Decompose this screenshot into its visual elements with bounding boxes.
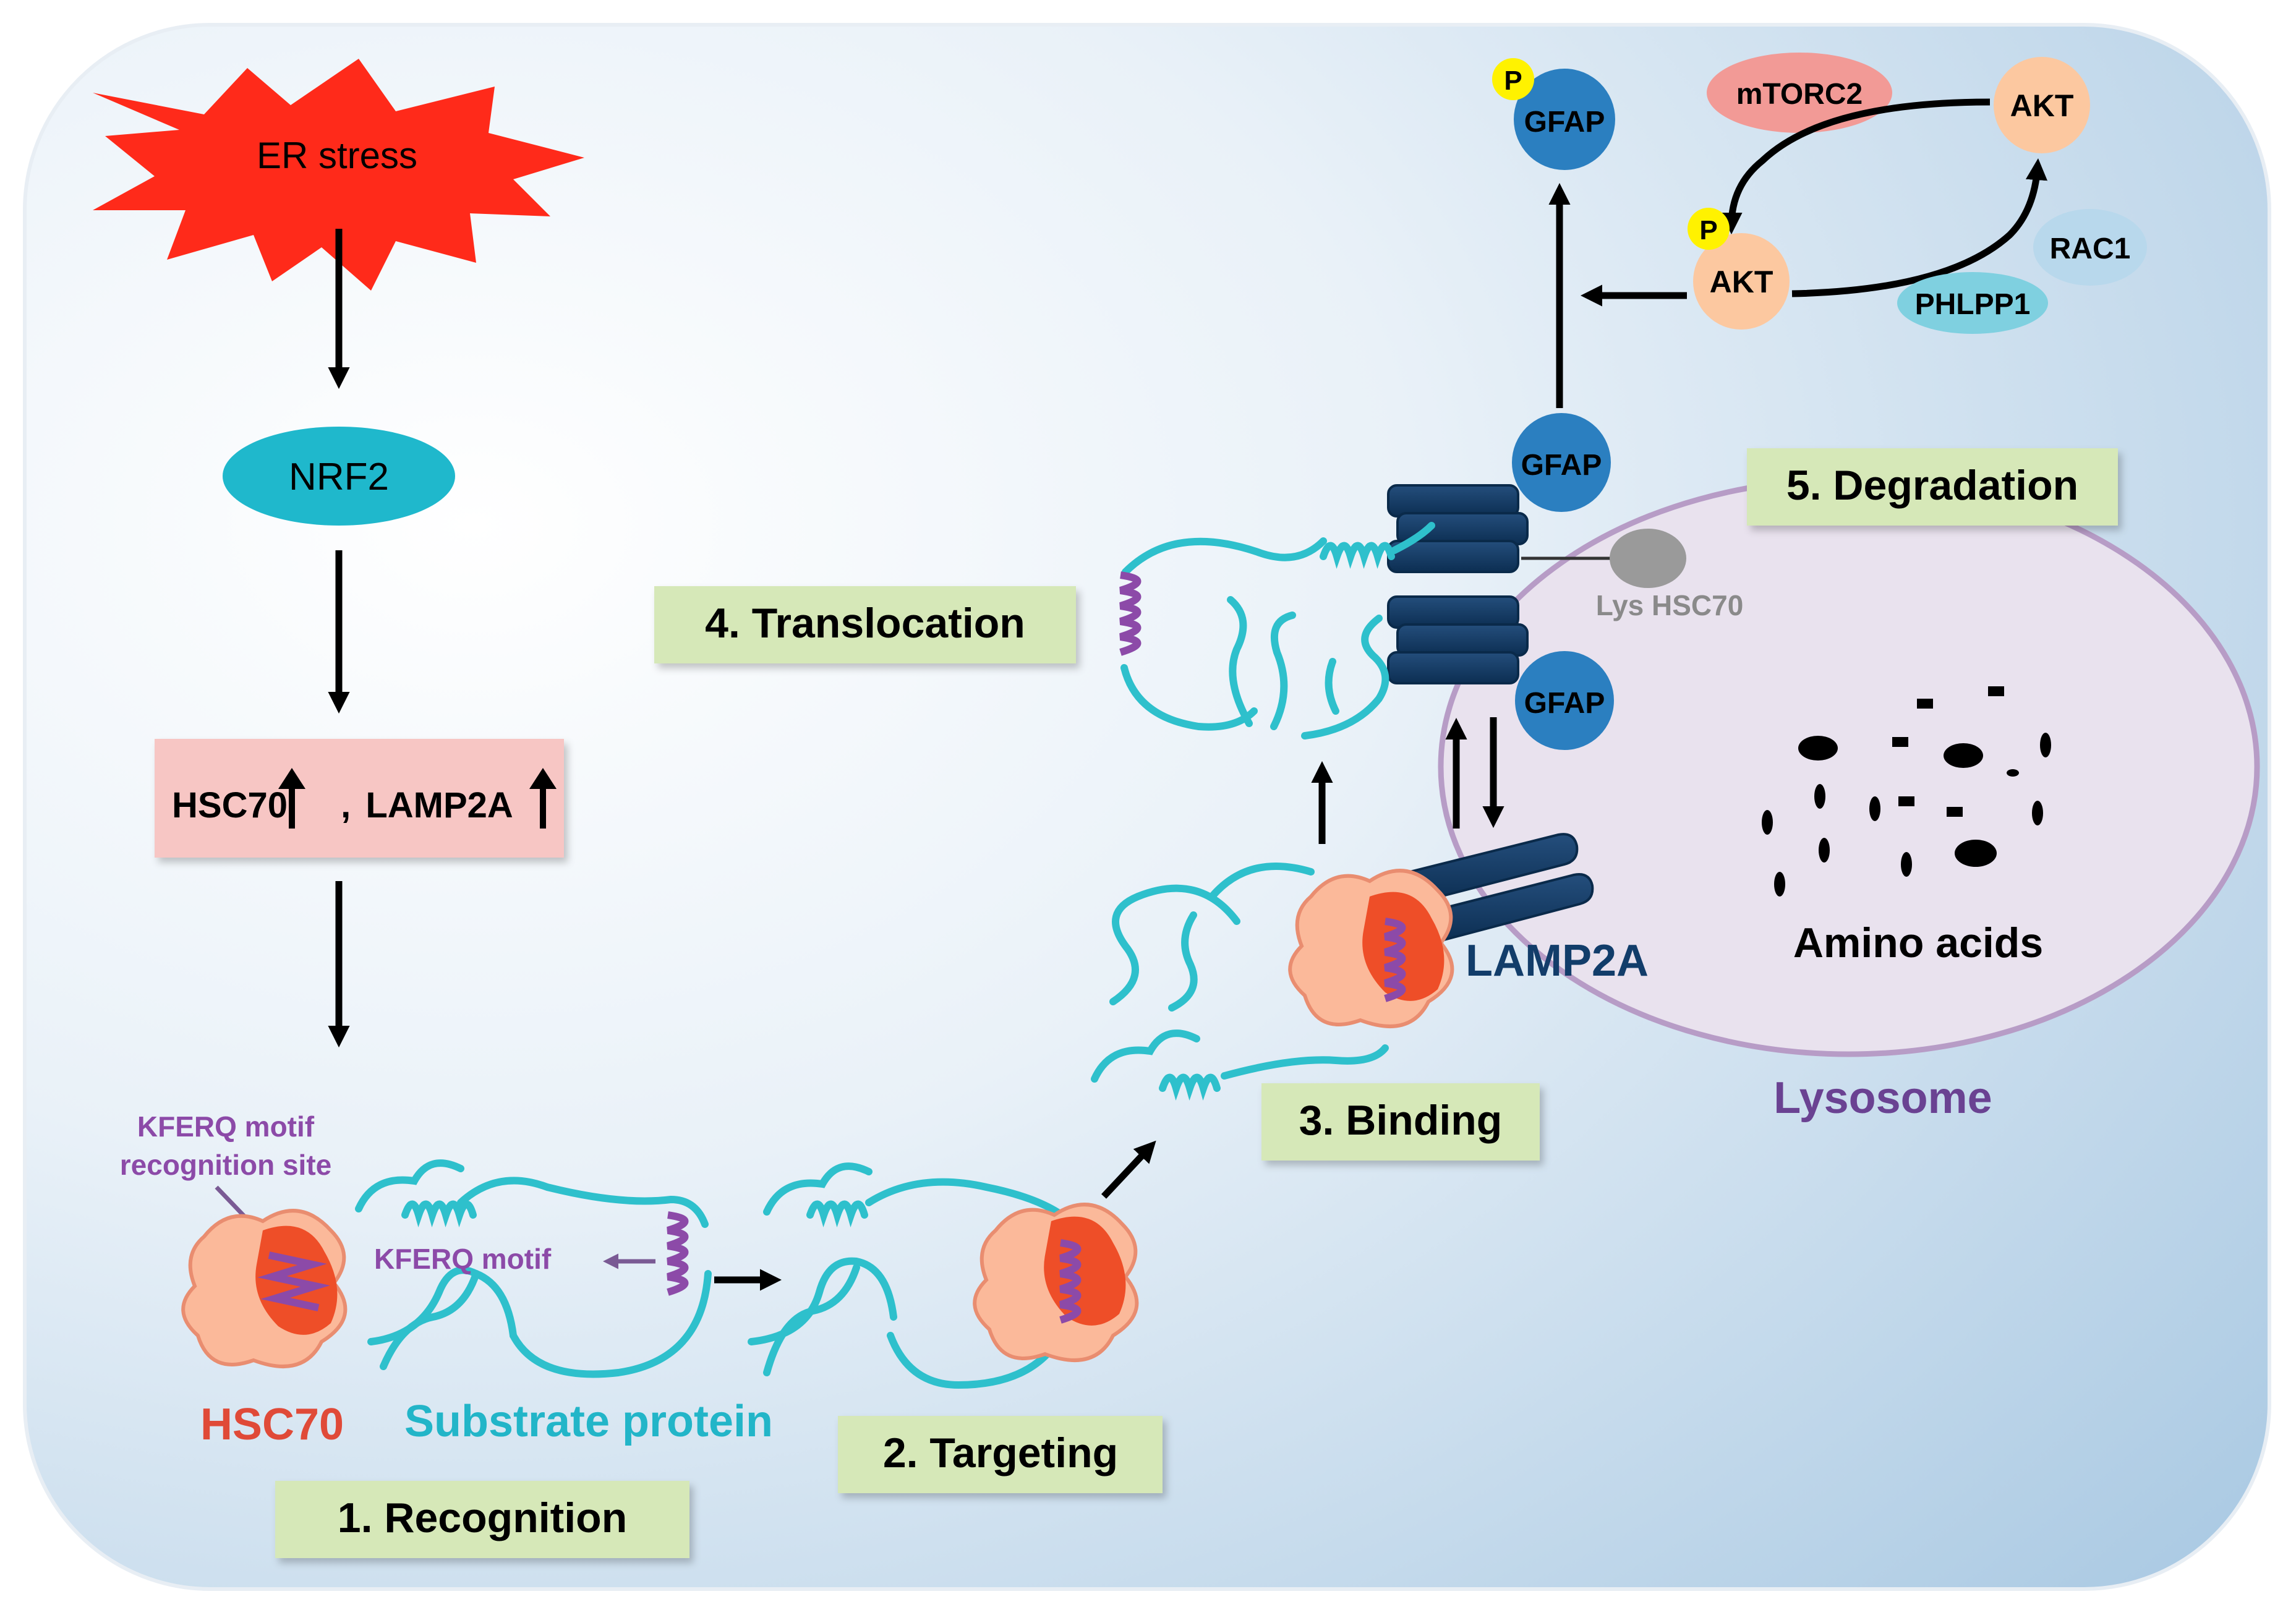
akt-node-top: AKT — [1994, 57, 2090, 153]
lys-hsc70-label: Lys HSC70 — [1596, 589, 1744, 621]
amino-acids-particles — [1762, 686, 2051, 897]
akt-top-label: AKT — [2010, 88, 2074, 123]
akt-phospho-badge — [1688, 208, 1730, 250]
unfolding-substrate-4 — [1119, 522, 1435, 739]
step-translocation-label: 4. Translocation — [705, 600, 1025, 647]
mtorc2-label: mTORC2 — [1736, 78, 1863, 111]
lys-hsc70-node — [1610, 529, 1686, 588]
upregulation-box: HSC70 , LAMP2A — [155, 739, 564, 858]
step-translocation: 4. Translocation — [654, 586, 1076, 663]
substrate-protein-1 — [355, 1159, 712, 1378]
substrate-hsc70-complex-2 — [748, 1162, 1139, 1389]
amino-acids-label: Amino acids — [1793, 919, 2043, 966]
gfap-upper-label: GFAP — [1521, 449, 1602, 482]
lamp2a-up-label: LAMP2A — [365, 785, 513, 825]
upregulation-separator: , — [341, 785, 351, 825]
lamp2a-up-arrow-icon — [529, 768, 557, 829]
arrow-targeting-to-binding — [1101, 1140, 1156, 1199]
rac1-label: RAC1 — [2050, 232, 2131, 265]
rac1-node: RAC1 — [2033, 209, 2147, 286]
nrf2-node: NRF2 — [223, 427, 455, 526]
gfap-top-label: GFAP — [1524, 106, 1605, 138]
akt-node-phospho: AKT P — [1688, 208, 1790, 330]
svg-text:HSC70 , LAMP2A: HSC70 , LAMP2A — [172, 785, 513, 825]
substrate-hsc70-complex-3 — [1091, 863, 1454, 1101]
akt-phospho-badge-label: P — [1699, 215, 1717, 245]
hsc70-label: HSC70 — [200, 1400, 344, 1449]
hsc70-up-label: HSC70 — [172, 785, 288, 825]
phlpp1-node: PHLPP1 — [1897, 272, 2048, 334]
mtorc2-node: mTORC2 — [1707, 53, 1892, 133]
er-stress-label: ER stress — [257, 135, 417, 176]
step-targeting: 2. Targeting — [838, 1416, 1163, 1493]
step-targeting-label: 2. Targeting — [883, 1430, 1118, 1477]
nrf2-label: NRF2 — [289, 456, 389, 498]
step-degradation: 5. Degradation — [1747, 448, 2118, 526]
arrow-akt-dephosphorylation — [1791, 158, 2048, 297]
gfap-node-lower: GFAP — [1515, 651, 1614, 750]
kferq-site-label-line1: KFERQ motif — [137, 1110, 315, 1143]
step-binding: 3. Binding — [1261, 1083, 1540, 1161]
step-degradation-label: 5. Degradation — [1786, 462, 2078, 509]
lamp2a-monomer — [1408, 833, 1594, 944]
kferq-motif-label: KFERQ motif — [374, 1243, 552, 1275]
substrate-protein-label: Substrate protein — [404, 1397, 773, 1446]
lamp2a-multimer — [1387, 484, 1529, 684]
gfap-phospho-badge — [1492, 58, 1534, 100]
lysosome-label: Lysosome — [1773, 1073, 1992, 1123]
lamp2a-label: LAMP2A — [1466, 936, 1649, 986]
akt-phospho-label: AKT — [1710, 265, 1773, 299]
hsc70-up-arrow-icon — [278, 768, 305, 829]
step-recognition: 1. Recognition — [275, 1481, 689, 1558]
gfap-phospho-label: P — [1504, 66, 1522, 96]
phlpp1-label: PHLPP1 — [1915, 288, 2031, 321]
step-binding-label: 3. Binding — [1299, 1097, 1503, 1144]
arrow-mtorc2-phosphorylation — [1720, 98, 1991, 235]
kferq-site-label-line2: recognition site — [120, 1149, 331, 1181]
gfap-node-upper: GFAP — [1512, 413, 1611, 512]
step-recognition-label: 1. Recognition — [338, 1494, 627, 1541]
gfap-node-phosphorylated: GFAP P — [1492, 58, 1615, 170]
kferq-helix-1 — [667, 1211, 689, 1296]
er-stress-burst: ER stress — [93, 59, 584, 291]
gfap-lower-label: GFAP — [1524, 687, 1605, 720]
hsc70-protein-1 — [181, 1209, 348, 1368]
